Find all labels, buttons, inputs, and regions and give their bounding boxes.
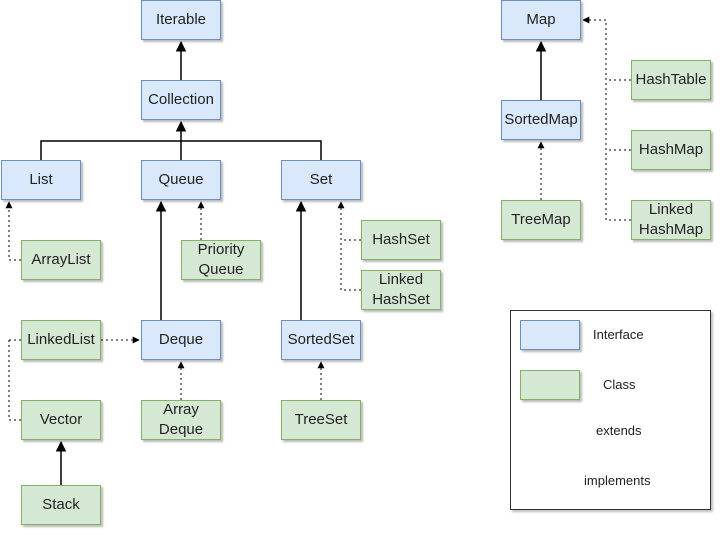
node-queue: Queue: [141, 160, 221, 200]
node-linkedlist: LinkedList: [21, 320, 101, 360]
node-deque: Deque: [141, 320, 221, 360]
edge-list-implementors: [5, 201, 21, 261]
node-hashset: HashSet: [361, 220, 441, 260]
edge-hashtable-map: [582, 16, 631, 81]
edge-hashset-set: [337, 201, 361, 241]
node-vector: Vector: [21, 400, 101, 440]
edge-linkedhashmap-map: [605, 150, 631, 221]
legend-interface-label: Interface: [593, 327, 644, 342]
edge-set-collection: [181, 140, 322, 160]
node-iterable: Iterable: [141, 0, 221, 40]
legend-class-swatch: [520, 370, 580, 400]
node-hashtable: HashTable: [631, 60, 711, 100]
node-treeset: TreeSet: [281, 400, 361, 440]
node-hashmap: HashMap: [631, 130, 711, 170]
node-list: List: [1, 160, 81, 200]
edge-list-collection: [40, 120, 187, 160]
node-map: Map: [501, 0, 581, 40]
node-arraydeque: Array Deque: [141, 400, 221, 440]
node-linkedhashset: Linked HashSet: [361, 270, 441, 310]
legend-extends-label: extends: [596, 423, 642, 438]
node-treemap: TreeMap: [501, 200, 581, 240]
implements-edges: [5, 16, 631, 421]
extends-edges: [40, 40, 547, 485]
edge-hashmap-map: [605, 80, 631, 151]
node-collection: Collection: [141, 80, 221, 120]
legend-implements-label: implements: [584, 473, 651, 488]
edge-vector-list: [8, 340, 21, 421]
edge-linkedhashset-set: [340, 240, 361, 291]
node-stack: Stack: [21, 485, 101, 525]
node-linkedhashmap: Linked HashMap: [631, 200, 711, 240]
node-sortedset: SortedSet: [281, 320, 361, 360]
node-priorityqueue: Priority Queue: [181, 240, 261, 280]
legend-interface-swatch: [520, 320, 580, 350]
legend-class-label: Class: [603, 377, 636, 392]
node-arraylist: ArrayList: [21, 240, 101, 280]
node-sortedmap: SortedMap: [501, 100, 581, 140]
node-set: Set: [281, 160, 361, 200]
